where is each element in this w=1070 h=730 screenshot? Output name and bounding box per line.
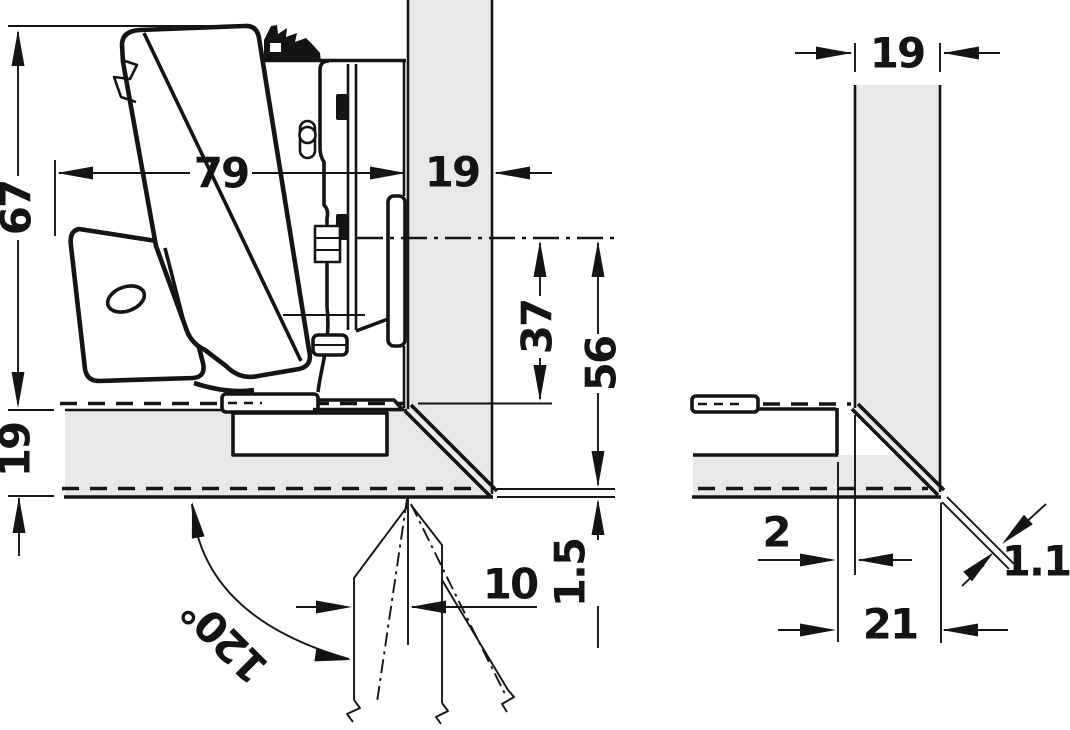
break-zigzag-2 bbox=[435, 702, 449, 725]
dim-56-label: 56 bbox=[577, 337, 626, 391]
break-zigzag-1 bbox=[346, 699, 361, 723]
dim-67-label: 67 bbox=[0, 181, 41, 235]
dim-2: 2 bbox=[758, 508, 912, 567]
dim-19-side: 19 bbox=[795, 29, 1000, 78]
dim-1-5-label: 1.5 bbox=[546, 539, 595, 607]
mounting-plate bbox=[193, 380, 404, 414]
door-panel-section bbox=[119, 23, 313, 380]
door-edge-hook-detail bbox=[112, 58, 139, 104]
door-swing-sketch bbox=[346, 498, 515, 725]
door-centerline-2 bbox=[410, 503, 506, 695]
dim-19-door: 19 bbox=[425, 148, 552, 197]
dim-120: 120° bbox=[172, 500, 352, 693]
dim-56: 56 bbox=[577, 241, 626, 487]
door-face-line-2 bbox=[941, 501, 1010, 570]
adjustment-cam bbox=[313, 224, 342, 264]
dim-21-label: 21 bbox=[863, 600, 917, 649]
release-clip bbox=[264, 25, 321, 62]
miter-bevel-right-2 bbox=[856, 402, 946, 492]
dim-37: 37 bbox=[418, 241, 562, 405]
mounting-rail bbox=[386, 194, 407, 348]
door-open-position-2 bbox=[410, 504, 443, 703]
dim-21: 21 bbox=[778, 600, 1008, 649]
side-panel-right-view bbox=[855, 85, 941, 494]
dim-67: 67 bbox=[0, 25, 250, 408]
dim-1-1: 1.1 bbox=[941, 496, 1070, 587]
arm-outline bbox=[318, 59, 330, 307]
dim-79: 79 bbox=[54, 149, 406, 236]
bottom-panel-right-view bbox=[693, 455, 941, 495]
dim-79-label: 79 bbox=[194, 149, 248, 198]
cam-detail-lines bbox=[315, 237, 340, 251]
dim-120-label: 120° bbox=[172, 587, 278, 693]
plate-step-line bbox=[318, 398, 404, 411]
mounting-recess bbox=[231, 411, 389, 457]
door-open-position-1 bbox=[353, 506, 408, 700]
dim-1-1-label: 1.1 bbox=[1002, 537, 1070, 586]
door-centerline-1 bbox=[376, 498, 408, 703]
dim-10: 10 bbox=[296, 560, 540, 614]
dim-1-5: 1.5 bbox=[497, 488, 615, 648]
miter-bevel-right-1 bbox=[850, 407, 940, 497]
right-view: 19 2 21 1.1 bbox=[690, 29, 1070, 649]
miter-bevel-line-1 bbox=[403, 409, 493, 499]
door-thickness-line bbox=[163, 247, 188, 331]
mounting-plate-right bbox=[690, 394, 839, 455]
dim-19-bottom-label: 19 bbox=[0, 423, 40, 477]
dim-19-side-label: 19 bbox=[870, 29, 924, 78]
dim-19-bottom: 19 bbox=[0, 409, 54, 556]
door-bottom-edge bbox=[193, 380, 255, 394]
hinge-body bbox=[68, 23, 407, 408]
door-inner-face-line bbox=[142, 32, 303, 362]
miter-bevel-line-2 bbox=[409, 403, 499, 493]
door-face-line-1 bbox=[946, 496, 1015, 565]
keyhole-circle bbox=[298, 125, 317, 145]
dim-10-label: 10 bbox=[483, 560, 538, 609]
dim-19-door-label: 19 bbox=[425, 148, 479, 197]
rail-clip-upper bbox=[336, 94, 349, 120]
screw-slot-hole bbox=[105, 284, 147, 314]
left-view: 67 19 79 19 37 bbox=[0, 0, 626, 725]
break-zigzag-3 bbox=[501, 689, 515, 713]
dim-37-label: 37 bbox=[513, 300, 562, 354]
dim-2-label: 2 bbox=[762, 508, 789, 557]
cabinet-side-panel bbox=[408, 0, 493, 495]
plate-bracket bbox=[220, 392, 320, 414]
plate-bracket-right bbox=[690, 394, 760, 414]
clip-notch bbox=[270, 43, 281, 52]
